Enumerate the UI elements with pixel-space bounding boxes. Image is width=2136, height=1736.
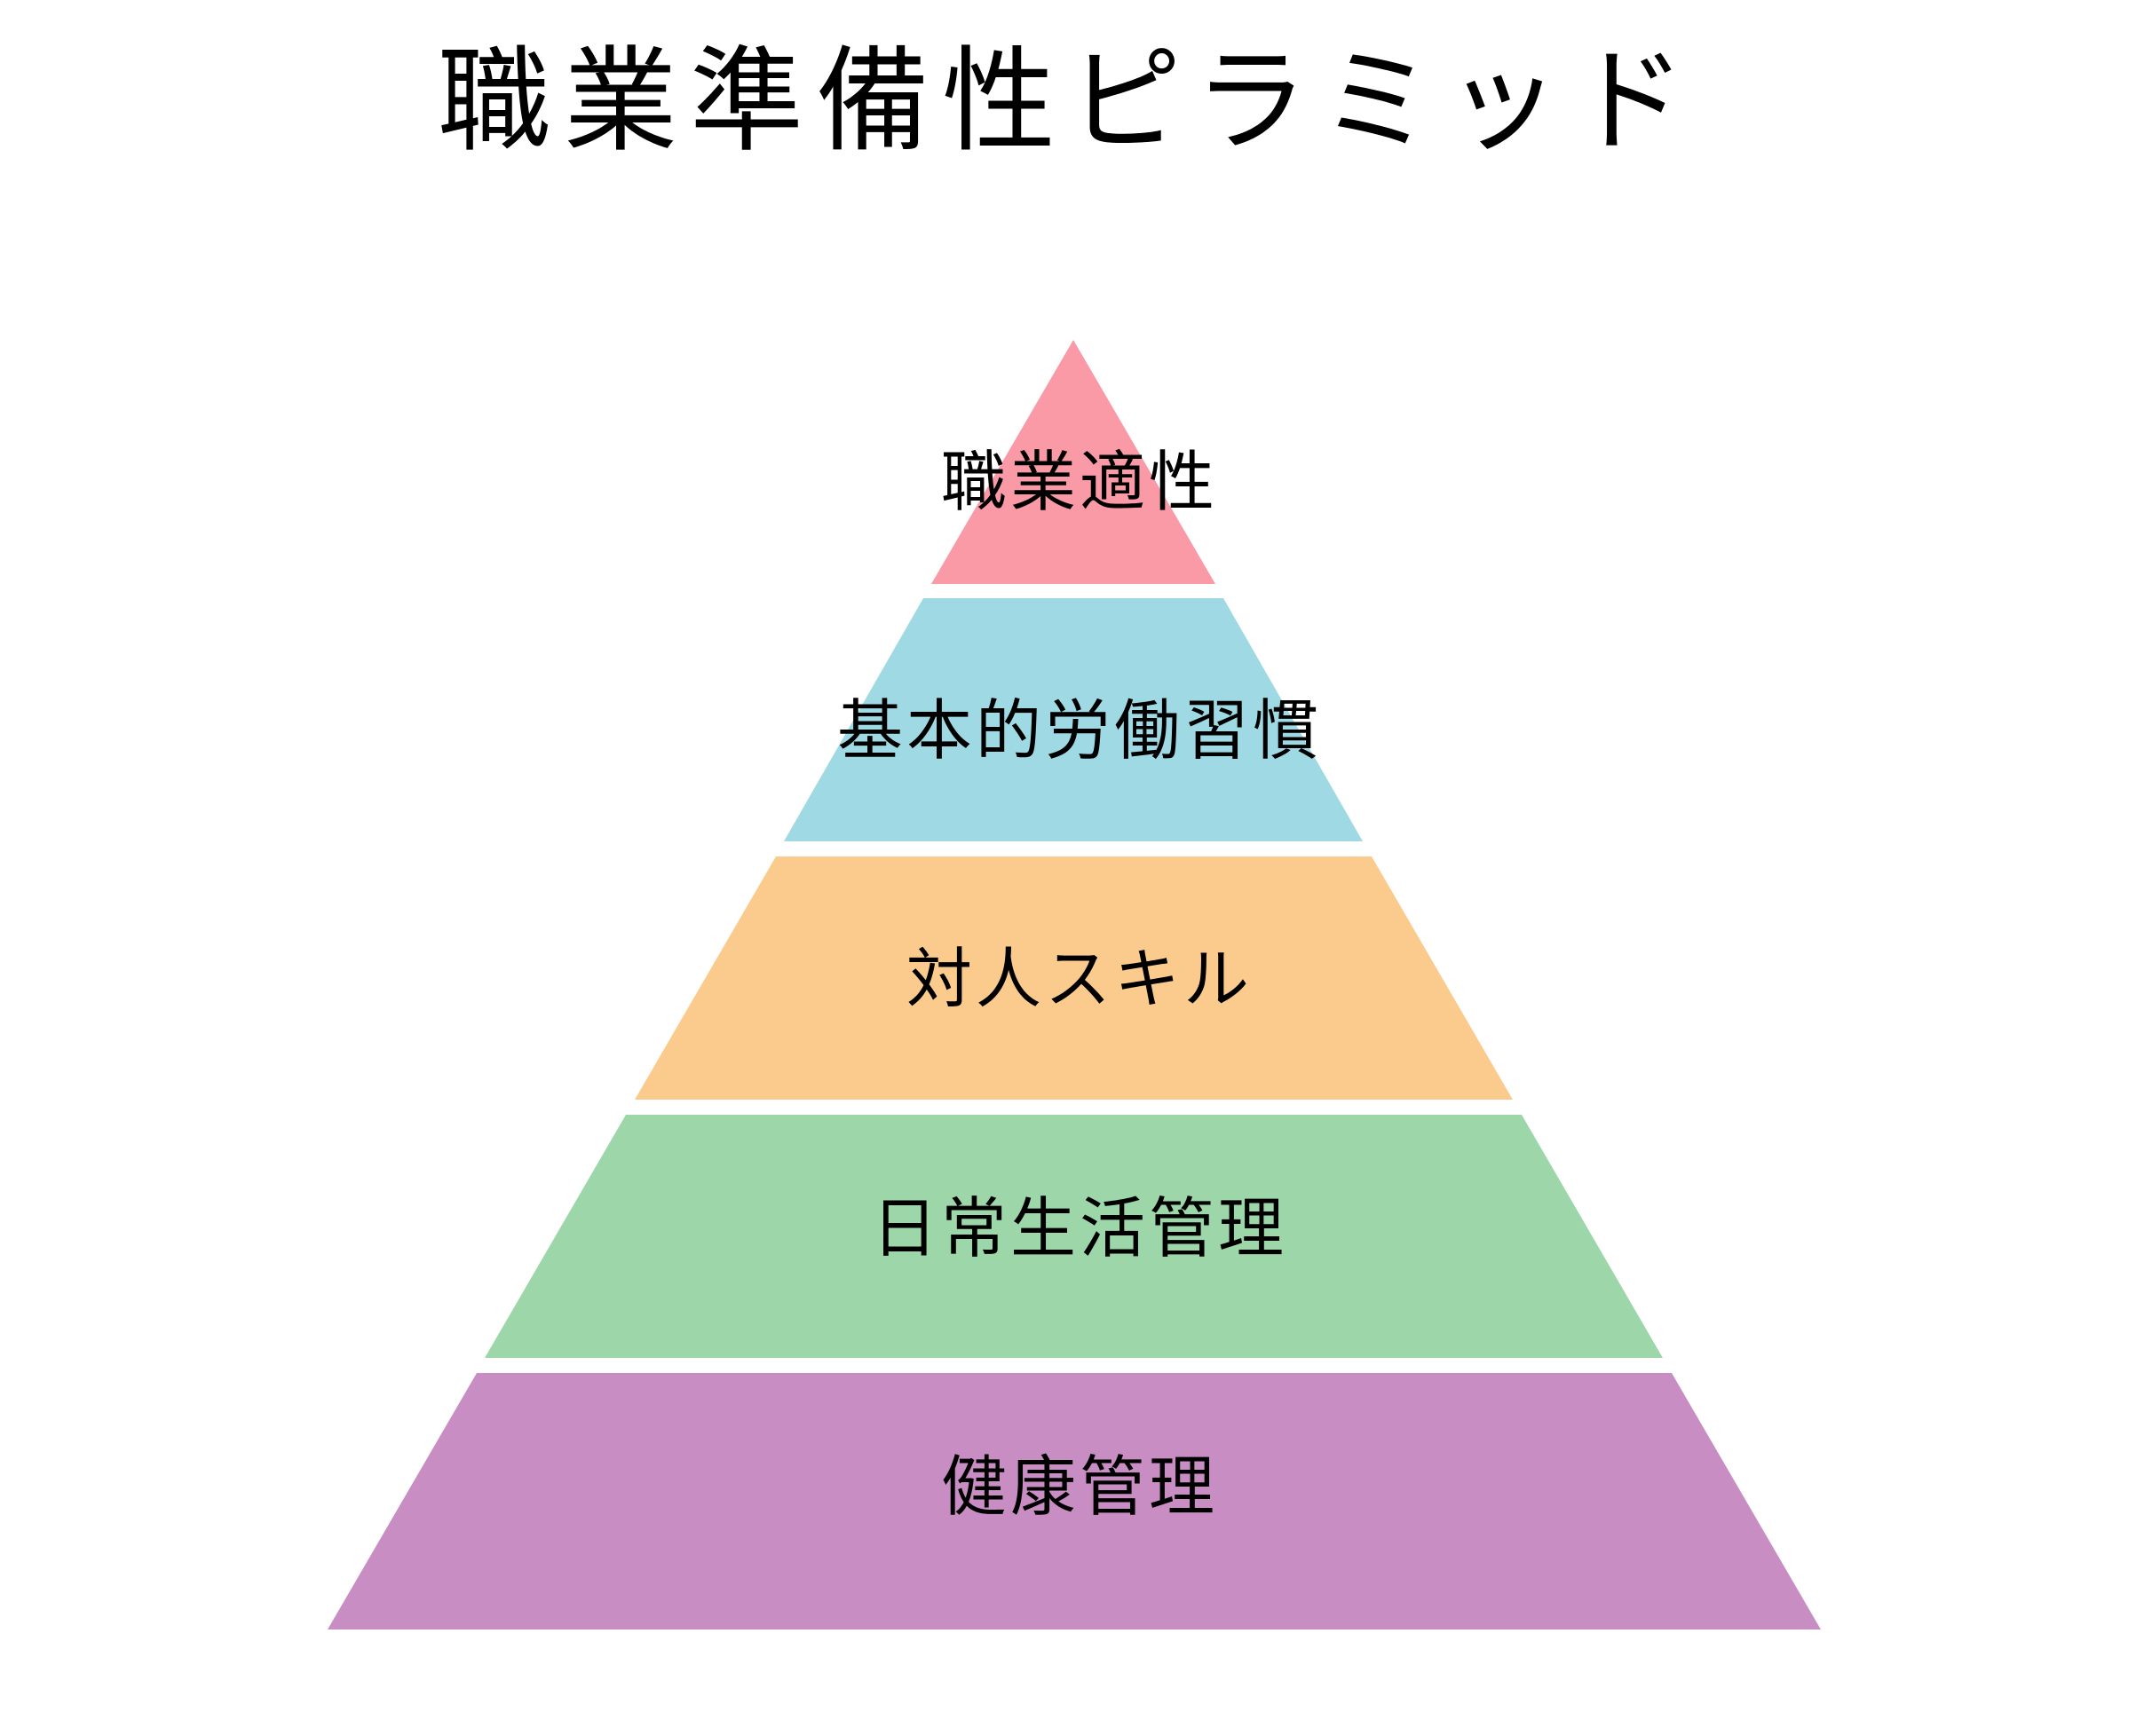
tier-basic-work-habits-shape xyxy=(784,598,1363,841)
tier-daily-life-management: 日常生活管理 xyxy=(485,1115,1663,1358)
tier-basic-work-habits-label: 基本的労働習慣 xyxy=(837,693,1322,769)
tier-health-management-shape xyxy=(328,1373,1821,1629)
tier-daily-life-management-label: 日常生活管理 xyxy=(872,1191,1287,1267)
tier-daily-life-management-shape xyxy=(485,1115,1663,1358)
tier-health-management: 健康管理 xyxy=(328,1373,1821,1629)
tier-vocational-aptitude: 職業適性 xyxy=(931,340,1218,584)
tier-interpersonal-skills-shape xyxy=(635,856,1513,1100)
tier-vocational-aptitude-shape xyxy=(931,340,1215,584)
tier-interpersonal-skills: 対人スキル xyxy=(635,856,1513,1100)
tier-interpersonal-skills-label: 対人スキル xyxy=(906,942,1253,1018)
page-title: 職業準備性ピラミッド xyxy=(437,36,1698,168)
tier-health-management-label: 健康管理 xyxy=(941,1449,1218,1526)
tier-basic-work-habits: 基本的労働習慣 xyxy=(784,598,1363,841)
tier-vocational-aptitude-label: 職業適性 xyxy=(941,445,1218,521)
